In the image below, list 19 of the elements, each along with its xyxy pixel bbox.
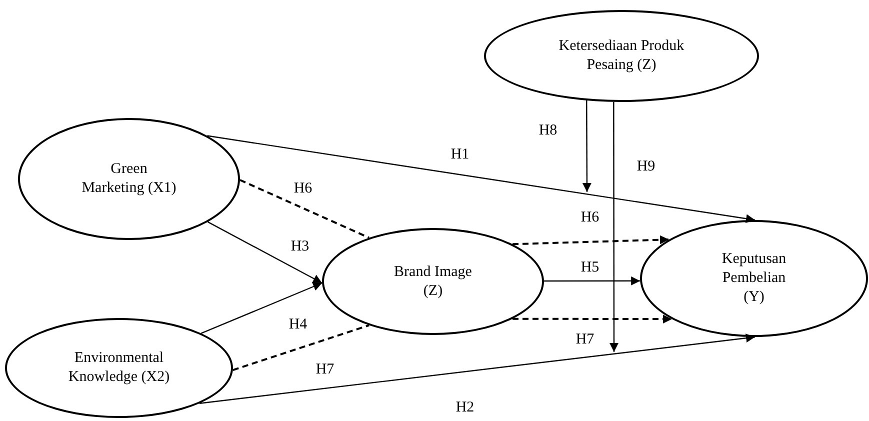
node-label: Keputusan Pembelian (Y): [720, 250, 788, 307]
ellipse-node: [484, 10, 759, 102]
arrow: [582, 100, 592, 192]
arrow: [207, 135, 756, 224]
arrow: [208, 221, 322, 284]
dashed-arrow: [512, 314, 672, 324]
node-label: Ketersediaan Produk Pesaing (Z): [558, 37, 686, 75]
arrow: [610, 102, 618, 352]
ellipse-node: [322, 228, 544, 335]
dashed-arrow: [512, 235, 669, 246]
ellipse-node: [640, 220, 868, 337]
arrow: [199, 334, 756, 404]
ellipse-node: [18, 118, 240, 240]
node-label: Environmental Knowledge (X2): [67, 349, 171, 387]
node-label: Green Marketing (X1): [80, 160, 178, 198]
arrow: [544, 276, 640, 286]
ellipse-node: [5, 318, 233, 418]
arrow: [200, 282, 322, 334]
node-label: Brand Image (Z): [393, 262, 473, 300]
